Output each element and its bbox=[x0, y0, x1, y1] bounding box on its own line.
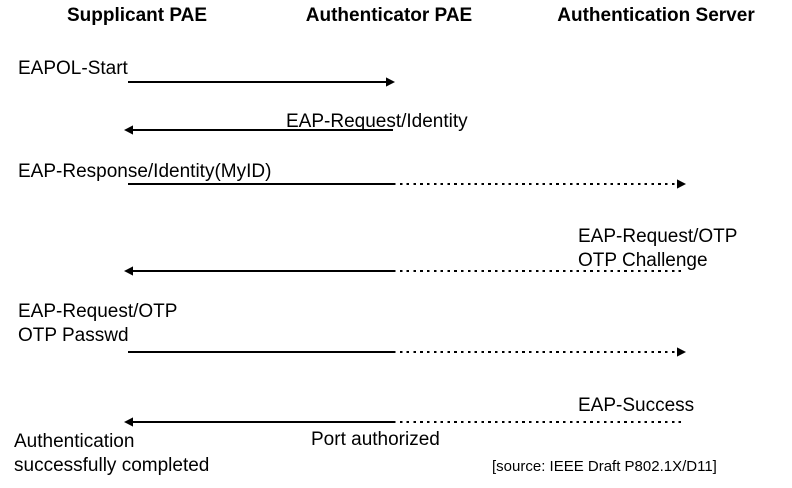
column-header-supplicant: Supplicant PAE bbox=[66, 5, 208, 26]
message-label-line: EAP-Response/Identity(MyID) bbox=[18, 161, 272, 182]
message-label-line: OTP Challenge bbox=[578, 250, 708, 271]
message-label-eap-response-identity: EAP-Response/Identity(MyID) bbox=[18, 160, 271, 184]
message-arrow-eap-request-otp-challenge bbox=[114, 264, 692, 278]
message-label-eap-request-identity: EAP-Request/Identity bbox=[286, 110, 468, 134]
message-label-eap-request-otp-passwd: EAP-Request/OTP OTP Passwd bbox=[18, 300, 177, 348]
message-label-eap-request-otp-challenge: EAP-Request/OTP OTP Challenge bbox=[578, 225, 737, 273]
source-note: [source: IEEE Draft P802.1X/D11] bbox=[492, 458, 717, 475]
message-label-line: EAP-Success bbox=[578, 395, 695, 416]
message-arrow-eap-success bbox=[114, 415, 692, 429]
message-arrow-eap-request-otp-passwd bbox=[118, 345, 696, 359]
message-arrow-eapol-start bbox=[118, 75, 405, 89]
message-arrow-eap-response-identity bbox=[118, 177, 696, 191]
column-header-authenticator: Authenticator PAE bbox=[305, 5, 473, 26]
message-label-line: EAP-Request/Identity bbox=[286, 111, 468, 132]
message-label-eap-success: EAP-Success bbox=[578, 394, 694, 418]
message-label-line: EAPOL-Start bbox=[18, 58, 128, 79]
message-label-eapol-start: EAPOL-Start bbox=[18, 57, 128, 81]
message-arrow-eap-request-identity bbox=[114, 123, 403, 137]
column-header-auth_server: Authentication Server bbox=[557, 5, 755, 26]
message-label-line: OTP Passwd bbox=[18, 325, 129, 346]
annotation-authentication-complete-line1: Authentication bbox=[14, 431, 135, 452]
message-label-line: EAP-Request/OTP bbox=[18, 301, 178, 322]
annotation-authentication-complete-line2: successfully completed bbox=[14, 455, 210, 476]
annotation-port-authorized: Port authorized bbox=[311, 429, 440, 450]
message-label-line: EAP-Request/OTP bbox=[578, 226, 738, 247]
